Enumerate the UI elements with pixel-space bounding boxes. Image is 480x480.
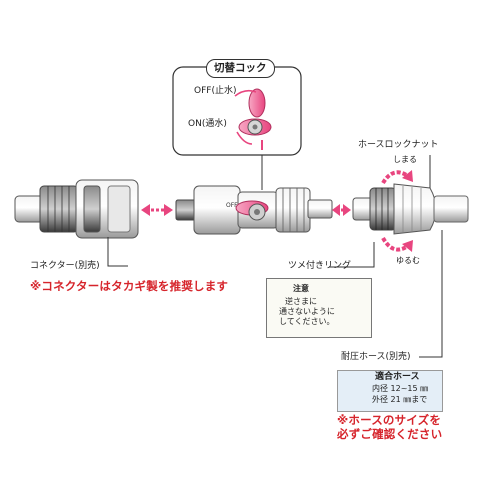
caution-title: 注意: [293, 284, 309, 293]
switch-cock-callout: [172, 66, 302, 190]
connector-note: ※コネクターはタカギ製を推奨します: [30, 279, 229, 293]
tighten-arrow: [381, 170, 413, 185]
loosen-arrow: [381, 236, 413, 252]
connector-leader: [107, 237, 128, 267]
on-label: ON(通水): [188, 119, 227, 129]
hose-spec-box: [337, 370, 443, 412]
pressure-hose-label: 耐圧ホース(別売): [341, 352, 411, 362]
connector-part: [14, 179, 139, 239]
hose-lock-nut-title: ホースロックナット: [358, 140, 439, 150]
hose-lock-nut-part: [352, 183, 469, 235]
valve-body: OFF: [175, 185, 333, 235]
claw-ring-label: ツメ付きリング: [288, 261, 352, 271]
connect-arrow-right: [332, 204, 351, 216]
connector-label: コネクター(別売): [30, 261, 100, 271]
switch-cock-title: 切替コック: [206, 59, 275, 78]
caution-line2: 通さないように: [279, 307, 335, 316]
leader-lines: [107, 155, 443, 358]
spec-inner-diameter: 内径 12~15 ㎜: [372, 384, 429, 393]
off-label: OFF(止水): [194, 86, 237, 96]
svg-text:OFF: OFF: [226, 202, 238, 209]
hose-note-line2: 必ずご確認ください: [337, 427, 443, 441]
connect-arrow-left: [141, 204, 173, 216]
caution-line3: してください。: [279, 317, 335, 326]
ring-leader: [329, 242, 375, 268]
hose-leader: [419, 230, 443, 358]
caution-line1: 逆さまに: [285, 297, 317, 306]
tighten-label: しまる: [393, 155, 417, 164]
loosen-label: ゆるむ: [396, 256, 420, 265]
spec-title: 適合ホース: [375, 372, 420, 382]
caution-box: [266, 278, 372, 338]
spec-outer-diameter: 外径 21 ㎜まで: [372, 395, 428, 404]
hose-note-line1: ※ホースのサイズを: [337, 413, 442, 427]
